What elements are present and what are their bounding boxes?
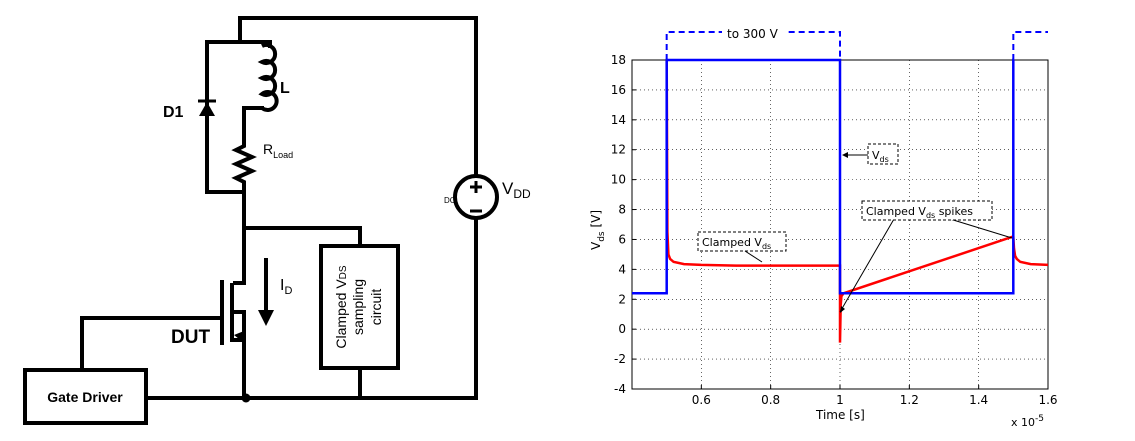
ground-node-dot <box>241 393 251 403</box>
diode-label: D1 <box>163 104 184 121</box>
y-tick-label: 14 <box>611 113 626 127</box>
overshoot-dashed-line-2 <box>1012 31 1048 60</box>
vdd-label: VDD <box>502 179 531 201</box>
annotation-clamped-arrow <box>744 250 763 263</box>
x-multiplier: x 10-5 <box>1011 414 1044 429</box>
overshoot-indicator <box>665 24 1048 60</box>
annotation-clamped-vds: Clamped Vds <box>697 231 787 263</box>
clamped-vds-sampling-circuit-box <box>319 244 400 370</box>
y-tick-label: 2 <box>618 292 626 306</box>
annotation-spikes-arrow-right <box>949 218 1013 239</box>
svg-text:circuit: circuit <box>368 289 384 326</box>
drain-wire <box>233 226 246 285</box>
resistor-rload <box>231 138 257 230</box>
annotation-clamped-box <box>697 231 787 252</box>
top-wire <box>238 16 478 177</box>
annotation-spikes-arrowhead-left <box>840 306 845 313</box>
sampler-top-wire <box>242 226 362 248</box>
x-tick-label: 0.6 <box>692 393 711 407</box>
y-tick-label: 4 <box>618 262 626 276</box>
y-axis-label: Vds [V] <box>589 210 607 250</box>
gate-wire <box>80 316 224 372</box>
y-tick-label: 10 <box>611 173 626 187</box>
annotation-vds-arrowhead <box>842 152 848 158</box>
sampler-text: Clamped VDS sampling circuit <box>333 265 384 348</box>
y-tick-label: -4 <box>614 382 626 396</box>
dut-label: DUT <box>171 327 210 348</box>
id-label: ID <box>280 277 292 297</box>
x-tick-label: 1.4 <box>969 393 988 407</box>
svg-text:Vds [V]: Vds [V] <box>589 210 607 250</box>
x-tick-label: 1 <box>836 393 844 407</box>
y-tick-label: 16 <box>611 83 626 97</box>
rload-label: RLoad <box>263 141 293 160</box>
annotation-spikes-text: Clamped Vds spikes <box>866 205 973 220</box>
x-axis-label: Time [s] <box>815 408 865 422</box>
annotation-vds-text: Vds <box>872 149 889 164</box>
x-tick-label: 1.6 <box>1038 393 1057 407</box>
dc-label: DC <box>444 196 456 205</box>
current-arrow-head <box>258 310 274 326</box>
gate-driver-box <box>23 368 148 425</box>
ground-wire <box>144 216 478 400</box>
y-tick-label: 0 <box>618 322 626 336</box>
diode-d1-symbol <box>198 99 216 116</box>
circuit-diagram: D1 L RLoad DUT ID <box>23 16 531 425</box>
overshoot-label-bg <box>722 24 786 42</box>
gate-driver-label: Gate Driver <box>47 389 123 405</box>
overshoot-label: to 300 V <box>727 27 779 41</box>
annotation-spikes-box <box>861 200 993 221</box>
annotation-vds-box <box>867 143 899 165</box>
annotation-clamped-spikes: Clamped Vds spikes <box>839 200 1013 313</box>
vdd-source-circle <box>453 174 499 220</box>
inductor-lead-bottom <box>242 106 264 142</box>
chart-series <box>632 58 1049 343</box>
mosfet-dut-symbol <box>220 280 244 345</box>
annotation-spikes-arrow-left <box>839 218 895 313</box>
y-tick-label: -2 <box>614 352 626 366</box>
x-tick-label: 1.2 <box>900 393 919 407</box>
svg-text:Clamped VDS: Clamped VDS <box>333 265 349 348</box>
svg-text:sampling: sampling <box>350 279 366 335</box>
y-tick-label: 6 <box>618 232 626 246</box>
annotation-clamped-text: Clamped Vds <box>702 236 771 251</box>
y-tick-label: 8 <box>618 203 626 217</box>
axis-ticks: -4 -2 0 2 4 6 8 10 12 14 16 18 0.6 0.8 1 1.2 1.4 1.6 <box>611 53 1058 407</box>
series-line <box>632 58 1015 295</box>
y-tick-label: 12 <box>611 143 626 157</box>
x-tick-label: 0.8 <box>761 393 780 407</box>
y-tick-label: 18 <box>611 53 626 67</box>
inductor-coil <box>257 43 279 112</box>
vds-chart: -4 -2 0 2 4 6 8 10 12 14 16 18 0.6 0.8 1 1.2 1.4 1.6 to 3… <box>589 24 1058 429</box>
annotation-vds: Vds <box>842 143 899 165</box>
inductor-label: L <box>280 80 290 97</box>
